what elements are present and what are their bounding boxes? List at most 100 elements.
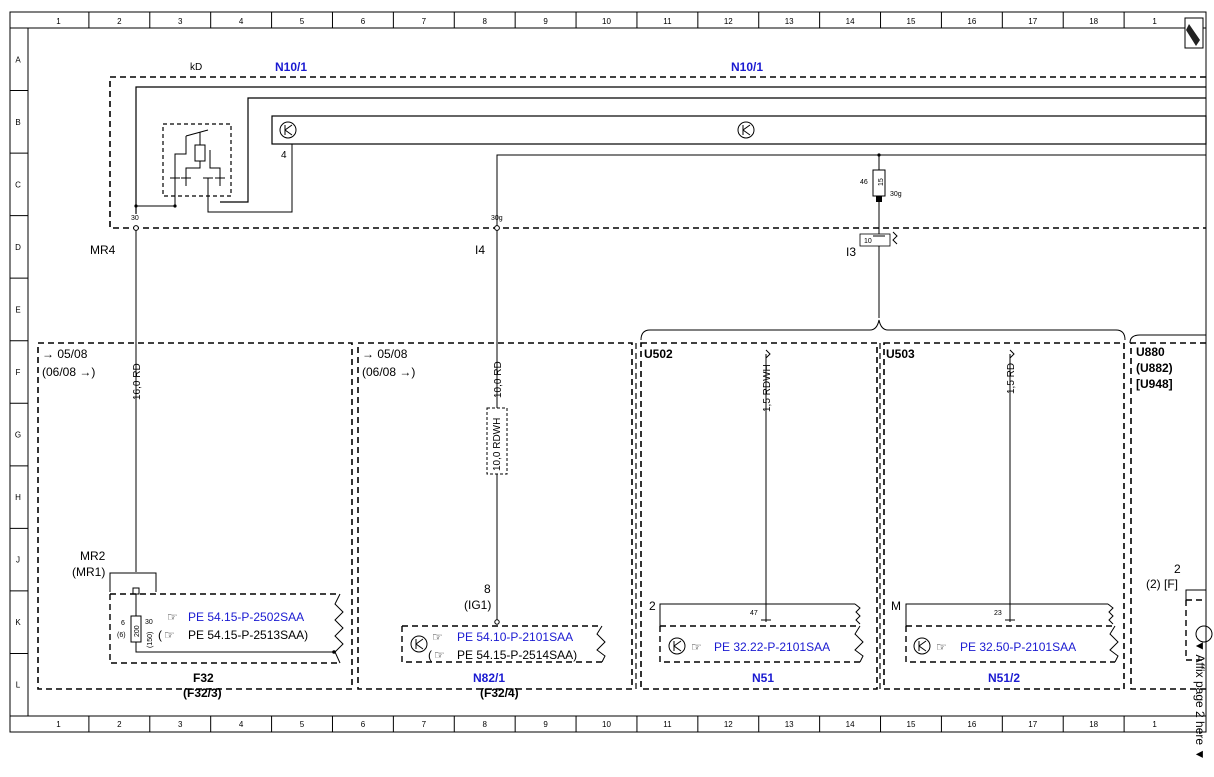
n82-alt: (F32/4) xyxy=(480,686,519,700)
pointing-hand-icon: ☞ xyxy=(167,610,178,624)
ruler-col-bottom: 15 xyxy=(907,720,916,729)
u882-label: (U882) xyxy=(1136,361,1173,375)
ruler-col-top: 12 xyxy=(724,17,733,26)
n512-pinM: M xyxy=(891,599,901,613)
section-f32: → 05/08 (06/08 →) xyxy=(37,342,353,690)
fuse-30g-label: 30g xyxy=(890,191,902,198)
branch-brace xyxy=(640,319,1126,341)
n51-name: N51 xyxy=(752,671,774,685)
wire-10-rdwh: 10,0 RDWH xyxy=(492,418,503,471)
ruler-row: C xyxy=(15,180,21,189)
pointing-hand-icon: ☞ xyxy=(164,628,175,642)
ruler-col-bottom: 11 xyxy=(663,720,672,729)
section-u503: U503 xyxy=(883,342,1125,690)
ruler-row: B xyxy=(15,118,20,127)
f32-alt: (F32/3) xyxy=(183,686,222,700)
ruler-col-top: 17 xyxy=(1028,17,1037,26)
ruler-col-bottom: 7 xyxy=(422,720,427,729)
ruler-col-bottom: 8 xyxy=(482,720,487,729)
ruler-row: D xyxy=(15,243,21,252)
n82-ig1: (IG1) xyxy=(464,598,491,612)
mr2-label: MR2 xyxy=(80,549,106,563)
wire-10-rd: 10,0 RD xyxy=(493,361,504,398)
n51-pin2: 2 xyxy=(649,599,656,613)
f32-fuse-value: 200 xyxy=(134,625,141,637)
ruler-col-top: 3 xyxy=(178,17,183,26)
n512-ref[interactable]: PE 32.50-P-2101SAA xyxy=(960,640,1076,654)
pin30-label: 30 xyxy=(131,215,139,222)
f32-ref-open: ( xyxy=(158,628,162,642)
n10-label-right: N10/1 xyxy=(731,60,763,74)
ruler-row: A xyxy=(15,55,21,64)
right-pin2f: (2) [F] xyxy=(1146,577,1178,591)
ruler-col-bottom: 6 xyxy=(361,720,366,729)
u503-label: U503 xyxy=(886,347,915,361)
relay-icon xyxy=(134,123,232,208)
transistor-icon xyxy=(279,121,297,139)
section-n82: → 05/08 (06/08 →) xyxy=(357,342,633,690)
ruler-row: E xyxy=(15,305,20,314)
ruler-col-top: 7 xyxy=(422,17,427,26)
f32-ref-1[interactable]: PE 54.15-P-2502SAA xyxy=(188,610,304,624)
n82-component: 8 (IG1) ☞ PE 54.10-P-2101SAA ( ☞ PE 54.1… xyxy=(401,582,606,700)
wire-i4: I4 10,0 RD 10,0 RDWH xyxy=(475,230,508,620)
n82-date-1: → 05/08 xyxy=(362,347,408,361)
f32-date-2: (06/08 →) xyxy=(42,365,95,379)
f32-name: F32 xyxy=(193,671,214,685)
ruler-col-bottom: 4 xyxy=(239,720,244,729)
ruler-row: G xyxy=(15,431,21,440)
f32-date-1: → 05/08 xyxy=(42,347,88,361)
ruler-col-top: 15 xyxy=(907,17,916,26)
ruler-col-bottom: 1 xyxy=(1152,720,1157,729)
ruler-col-bottom: 12 xyxy=(724,720,733,729)
wire-u502: 1,5 RDWH xyxy=(762,349,773,618)
page-corner-icon xyxy=(1184,17,1204,49)
pointing-hand-icon: ☞ xyxy=(691,640,702,654)
n51-component: 2 47 ☞ PE 32.22-P-2101SAA N51 xyxy=(649,599,864,685)
ruler-row: H xyxy=(15,493,21,502)
drawing-frame xyxy=(9,11,1207,733)
n82-name: N82/1 xyxy=(473,671,505,685)
ruler-col-bottom: 5 xyxy=(300,720,305,729)
ruler-row: K xyxy=(15,618,21,627)
wire-15-rd: 1,5 RD xyxy=(1006,363,1017,394)
pointing-hand-icon: ☞ xyxy=(434,648,445,662)
fuse-15-label: 15 xyxy=(878,178,885,186)
ruler-col-bottom: 2 xyxy=(117,720,122,729)
n82-ref-2[interactable]: PE 54.15-P-2514SAA) xyxy=(457,648,577,662)
ruler-col-top: 11 xyxy=(663,17,672,26)
u880-label: U880 xyxy=(1136,345,1165,359)
ruler-col-top: 16 xyxy=(967,17,976,26)
kd-label: kD xyxy=(190,62,202,73)
fuse-15: 46 15 30g xyxy=(860,153,902,228)
affix-page-note: ▼ Affix page 2 here ▼ xyxy=(1193,640,1207,760)
ruler-col-top: 2 xyxy=(117,17,122,26)
i4-label: I4 xyxy=(475,243,485,257)
ruler-col-bottom: 1 xyxy=(56,720,61,729)
fuse-46-label: 46 xyxy=(860,179,868,186)
f32-ref-2[interactable]: PE 54.15-P-2513SAA) xyxy=(188,628,308,642)
ruler-row: L xyxy=(16,681,21,690)
n51-ref[interactable]: PE 32.22-P-2101SAA xyxy=(714,640,830,654)
pointing-hand-icon: ☞ xyxy=(432,630,443,644)
n512-component: M 23 ☞ PE 32.50-P-2101SAA N51/2 xyxy=(891,599,1119,685)
pin4-label: 4 xyxy=(281,150,287,161)
ruler-col-bottom: 18 xyxy=(1089,720,1098,729)
n512-pin23: 23 xyxy=(994,610,1002,617)
n82-ref-1[interactable]: PE 54.10-P-2101SAA xyxy=(457,630,573,644)
n512-name: N51/2 xyxy=(988,671,1020,685)
right-pin2: 2 xyxy=(1174,562,1181,576)
section-u880: U880 (U882) [U948] xyxy=(1130,342,1206,690)
transistor-icon xyxy=(913,637,931,655)
ruler-col-bottom: 14 xyxy=(846,720,855,729)
pin30g-label: 30g xyxy=(491,215,503,222)
n82-date-2: (06/08 →) xyxy=(362,365,415,379)
ruler-col-bottom: 16 xyxy=(967,720,976,729)
f32-pin6b: (6) xyxy=(117,632,126,639)
ruler-col-top: 8 xyxy=(482,17,487,26)
ruler-col-bottom: 13 xyxy=(785,720,794,729)
u948-label: [U948] xyxy=(1136,377,1173,391)
